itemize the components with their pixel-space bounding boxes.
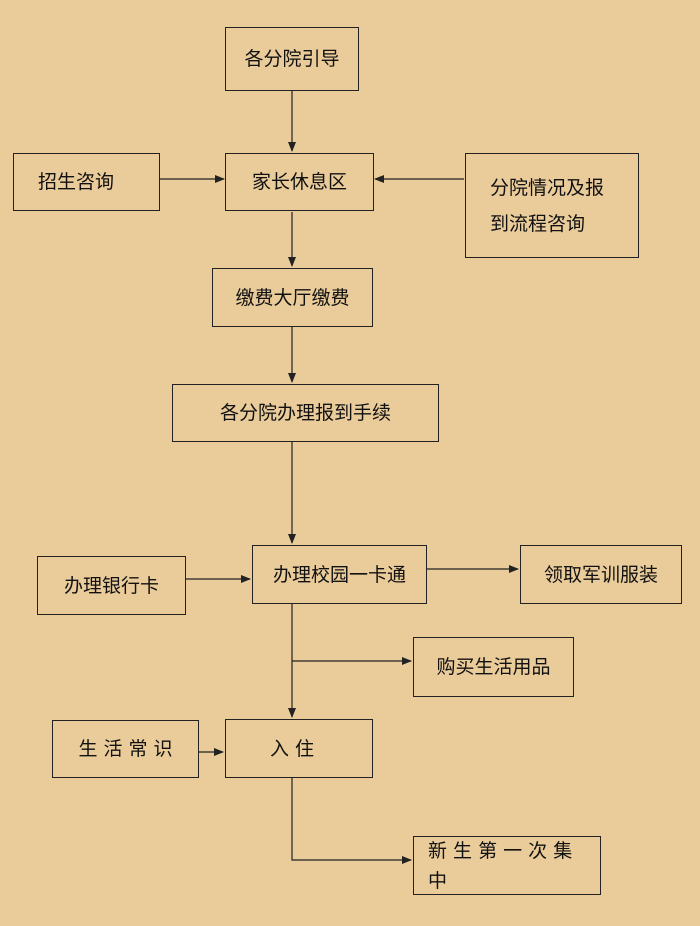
node-parent-rest-area: 家长休息区 bbox=[225, 153, 374, 211]
node-life-tips: 生 活 常 识 bbox=[52, 720, 199, 778]
node-daily-supplies: 购买生活用品 bbox=[413, 637, 574, 697]
node-branch-registration-label: 各分院办理报到手续 bbox=[219, 402, 391, 424]
node-freshman-gathering: 新 生 第 一 次 集 中 bbox=[413, 836, 601, 895]
node-bank-card: 办理银行卡 bbox=[37, 556, 186, 615]
node-enrollment-consult: 招生咨询 bbox=[13, 153, 160, 211]
node-branch-guide: 各分院引导 bbox=[225, 27, 359, 91]
node-life-tips-label: 生 活 常 识 bbox=[78, 738, 173, 760]
node-check-in: 入 住 bbox=[225, 719, 373, 778]
node-campus-card-label: 办理校园一卡通 bbox=[272, 563, 406, 586]
node-campus-card: 办理校园一卡通 bbox=[252, 545, 427, 604]
node-check-in-label: 入 住 bbox=[270, 737, 315, 760]
node-branch-registration: 各分院办理报到手续 bbox=[172, 384, 439, 442]
arrow-check-in-to-gathering bbox=[291, 778, 412, 864]
node-branch-info-consult-label: 分院情况及报到流程咨询 bbox=[490, 176, 605, 235]
node-payment-hall: 缴费大厅缴费 bbox=[212, 268, 373, 327]
node-branch-guide-label: 各分院引导 bbox=[244, 48, 340, 70]
node-military-uniform: 领取军训服装 bbox=[520, 545, 682, 604]
node-payment-hall-label: 缴费大厅缴费 bbox=[235, 286, 350, 309]
node-bank-card-label: 办理银行卡 bbox=[63, 574, 159, 597]
node-branch-info-consult: 分院情况及报到流程咨询 bbox=[465, 153, 639, 258]
node-military-uniform-label: 领取军训服装 bbox=[543, 563, 658, 586]
node-enrollment-consult-label: 招生咨询 bbox=[38, 171, 115, 193]
node-daily-supplies-label: 购买生活用品 bbox=[436, 656, 551, 678]
node-freshman-gathering-label: 新 生 第 一 次 集 中 bbox=[428, 839, 573, 892]
node-parent-rest-area-label: 家长休息区 bbox=[251, 171, 347, 193]
